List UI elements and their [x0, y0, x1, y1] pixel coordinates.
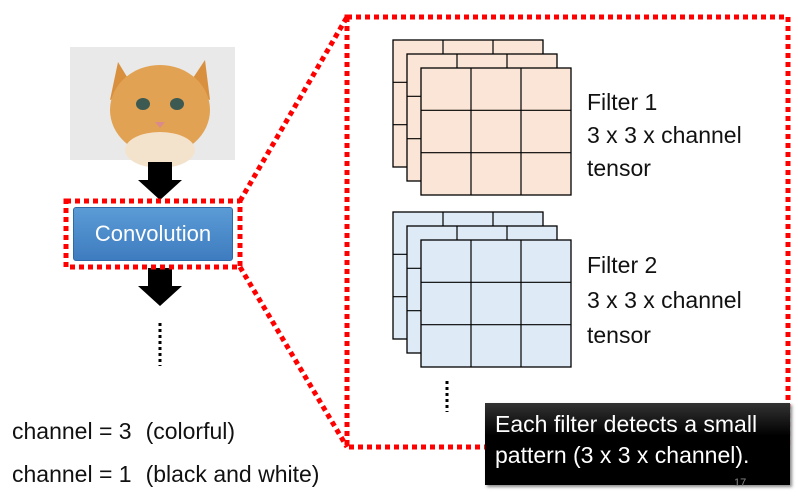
note-line-1: Each filter detects a small: [495, 411, 758, 437]
channel-1-desc: (black and white): [145, 461, 320, 487]
channel-3-value: channel = 3: [12, 418, 132, 444]
filter-1-kind: tensor: [587, 155, 651, 181]
down-arrow-icon: [138, 268, 182, 306]
page-number: 17: [734, 477, 747, 489]
note-box: Each filter detects a small pattern (3 x…: [485, 403, 790, 485]
filter-1-shape: 3 x 3 x channel: [587, 122, 742, 148]
filter-2-kind: tensor: [587, 322, 651, 348]
note-line-2: pattern (3 x 3 x channel).: [495, 442, 750, 468]
filter-layer: [420, 67, 572, 196]
channel-3-desc: (colorful): [145, 418, 236, 444]
filter-1-tensor: [392, 39, 572, 196]
filter-2-shape: 3 x 3 x channel: [587, 287, 742, 313]
convolution-label: Convolution: [94, 221, 212, 246]
filter-2-label: Filter 2 3 x 3 x channel tensor: [587, 248, 742, 353]
filter-1-label: Filter 1 3 x 3 x channel tensor: [587, 86, 742, 185]
kitten-image: [70, 47, 235, 168]
filter-2-tensor: [392, 211, 572, 368]
channel-1-value: channel = 1: [12, 461, 132, 487]
down-arrow-icon: [138, 162, 182, 200]
channel-1-label: channel = 1 (black and white): [12, 461, 319, 488]
filter-1-title: Filter 1: [587, 89, 658, 115]
convolution-box: Convolution: [73, 207, 233, 261]
filter-layer: [420, 239, 572, 368]
channel-3-label: channel = 3 (colorful): [12, 418, 235, 445]
filter-2-title: Filter 2: [587, 252, 658, 278]
